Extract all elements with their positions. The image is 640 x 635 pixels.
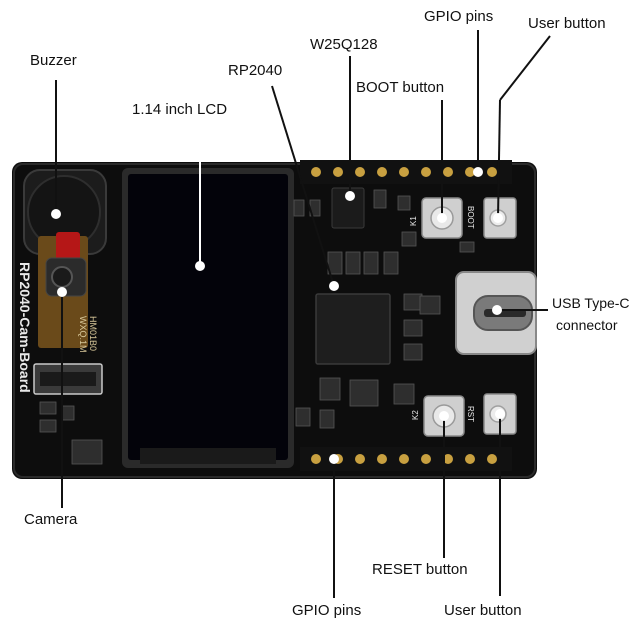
lcd-flex	[140, 448, 276, 464]
label-user-button-top: User button	[528, 15, 606, 32]
dot-rp2040	[329, 281, 339, 291]
dot-reset	[439, 411, 449, 421]
dot-usb	[492, 305, 502, 315]
gpio-header-top	[300, 160, 512, 184]
label-boot-button: BOOT button	[356, 79, 445, 96]
dot-boot	[437, 213, 447, 223]
label-flash: W25Q128	[310, 36, 378, 53]
label-gpio-bottom: GPIO pins	[292, 602, 362, 619]
rst-silkscreen: RST	[466, 406, 475, 422]
label-user-button-bottom: User button	[444, 602, 522, 619]
k2-silkscreen: K2	[411, 410, 420, 420]
dot-user-bottom	[495, 409, 505, 419]
k1-silkscreen: K1	[409, 216, 418, 226]
dot-gpio-top	[473, 167, 483, 177]
camera-connector-slot	[40, 372, 96, 386]
leader-user-top-1	[499, 35, 551, 101]
dot-flash	[345, 191, 355, 201]
rp2040-chip	[315, 293, 391, 365]
dot-user-top	[493, 213, 503, 223]
label-reset-button: RESET button	[372, 561, 468, 578]
leader-rp2040	[271, 85, 335, 287]
camera-marking-2: HM01B0	[88, 316, 98, 351]
camera-marking-1: WXQ.1M	[78, 316, 88, 353]
boot-silkscreen: BOOT	[466, 206, 475, 229]
label-rp2040: RP2040	[228, 62, 283, 79]
label-usb-line2: connector	[556, 317, 618, 333]
label-buzzer: Buzzer	[30, 52, 77, 69]
camera-lens-mount	[56, 232, 80, 262]
dot-gpio-bottom	[329, 454, 339, 464]
dot-buzzer	[51, 209, 61, 219]
passive-components	[39, 189, 475, 465]
label-lcd: 1.14 inch LCD	[132, 101, 228, 118]
leader-lines	[55, 30, 551, 598]
board-silkscreen-name: RP2040-Cam-Board	[17, 262, 33, 393]
dot-lcd	[195, 261, 205, 271]
gpio-header-bottom	[300, 447, 512, 471]
label-gpio-top: GPIO pins	[424, 8, 494, 25]
lcd-screen	[128, 174, 288, 460]
leader-user-top-2	[497, 99, 501, 219]
leader-dots	[51, 167, 505, 464]
flash-chip	[331, 187, 365, 229]
label-camera: Camera	[24, 511, 78, 528]
dot-camera	[57, 287, 67, 297]
label-usb-line1: USB Type-C	[552, 295, 630, 311]
camera-lens	[51, 266, 73, 288]
